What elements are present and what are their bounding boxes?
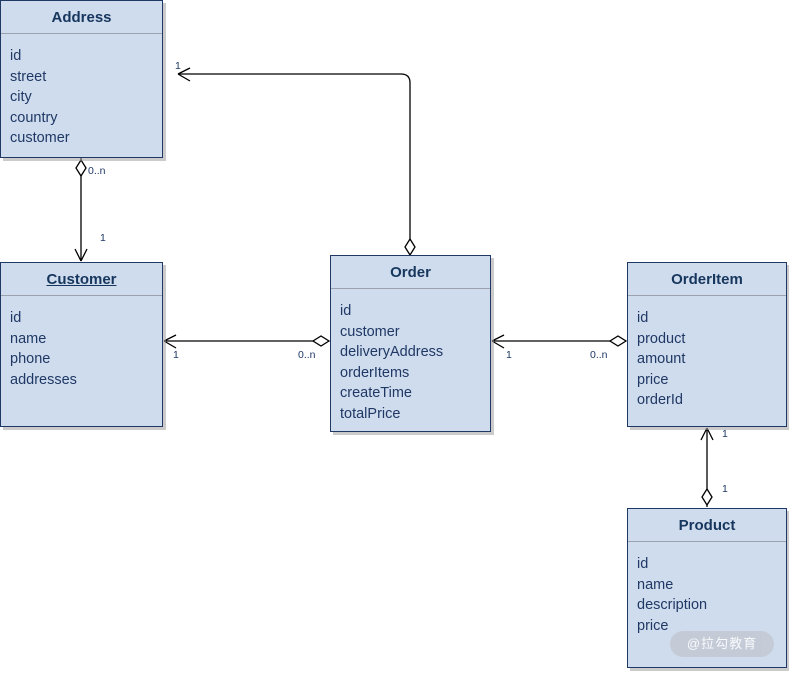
aggregation-diamond-product-orderitem xyxy=(701,487,713,507)
class-box-orderitem[interactable]: OrderItem id product amount price orderI… xyxy=(627,262,787,427)
attribute-item: totalPrice xyxy=(340,405,401,422)
attribute-item: id xyxy=(10,310,22,326)
open-arrow-orderitem-bottom xyxy=(700,427,714,441)
class-title-text-order: Order xyxy=(390,264,431,281)
multiplicity-label-orderitem-order-from: 0..n xyxy=(590,349,608,361)
attribute-item: id xyxy=(340,303,352,319)
class-title-customer: Customer xyxy=(1,263,162,296)
multiplicity-label-order-address-to: 1 xyxy=(175,60,181,72)
attribute-item: street xyxy=(10,68,47,85)
multiplicity-label-address-customer-to: 1 xyxy=(100,232,106,244)
attribute-item: name xyxy=(637,576,674,593)
attribute-item: name xyxy=(10,330,47,347)
aggregation-diamond-orderitem-order xyxy=(608,335,628,347)
attribute-item: product xyxy=(637,330,686,347)
attribute-item: price xyxy=(637,617,669,634)
open-arrow-customer-right xyxy=(163,334,177,349)
open-arrow-customer xyxy=(74,248,88,262)
attribute-item: id xyxy=(637,556,649,572)
attribute-item: addresses xyxy=(10,371,77,388)
attribute-list-order: id customer deliveryAddress orderItems c… xyxy=(331,289,490,424)
attribute-list-product: id name description price xyxy=(628,542,786,636)
multiplicity-label-product-orderitem-from: 1 xyxy=(722,483,728,495)
attribute-list-customer: id name phone addresses xyxy=(1,296,162,390)
class-title-text-address: Address xyxy=(51,9,112,26)
attribute-item: id xyxy=(637,310,649,326)
attribute-item: id xyxy=(10,48,22,64)
class-title-order: Order xyxy=(331,256,490,289)
attribute-list-orderitem: id product amount price orderId xyxy=(628,296,786,411)
open-arrow-order-right xyxy=(491,334,505,349)
class-title-product: Product xyxy=(628,509,786,542)
class-title-address: Address xyxy=(1,1,162,34)
edge-product-to-orderitem xyxy=(700,427,714,507)
attribute-item: createTime xyxy=(340,385,412,401)
watermark: @拉勾教育 xyxy=(670,631,774,657)
edge-orderitem-to-order xyxy=(491,334,628,349)
attribute-item: deliveryAddress xyxy=(340,344,444,360)
aggregation-diamond-order-address xyxy=(404,237,416,257)
multiplicity-label-product-orderitem-to: 1 xyxy=(722,428,728,440)
attribute-item: price xyxy=(637,371,669,388)
multiplicity-label-order-customer-from: 0..n xyxy=(298,349,316,361)
class-title-text-orderitem: OrderItem xyxy=(671,271,743,288)
aggregation-diamond-order-customer xyxy=(311,335,331,347)
class-title-orderitem: OrderItem xyxy=(628,263,786,296)
attribute-item: description xyxy=(637,597,708,613)
class-box-address[interactable]: Address id street city country customer xyxy=(0,0,163,158)
attribute-item: phone xyxy=(10,351,51,367)
attribute-item: amount xyxy=(637,351,686,367)
attribute-item: country xyxy=(10,109,58,126)
aggregation-diamond-address-customer xyxy=(75,158,87,178)
multiplicity-label-address-customer-from: 0..n xyxy=(88,165,106,177)
attribute-list-address: id street city country customer xyxy=(1,34,162,149)
attribute-item: orderId xyxy=(637,392,683,408)
class-title-text-customer: Customer xyxy=(46,271,117,288)
multiplicity-label-order-customer-to: 1 xyxy=(173,349,179,361)
edge-address-to-customer xyxy=(74,158,88,262)
attribute-item: customer xyxy=(340,323,400,340)
attribute-item: customer xyxy=(10,130,70,146)
multiplicity-label-orderitem-order-to: 1 xyxy=(506,349,512,361)
attribute-item: orderItems xyxy=(340,364,410,381)
class-title-text-product: Product xyxy=(678,517,736,534)
edge-order-to-customer xyxy=(163,334,331,349)
class-box-customer[interactable]: Customer id name phone addresses xyxy=(0,262,163,427)
attribute-item: city xyxy=(10,89,32,105)
class-box-order[interactable]: Order id customer deliveryAddress orderI… xyxy=(330,255,491,432)
edge-order-to-address xyxy=(177,67,416,257)
